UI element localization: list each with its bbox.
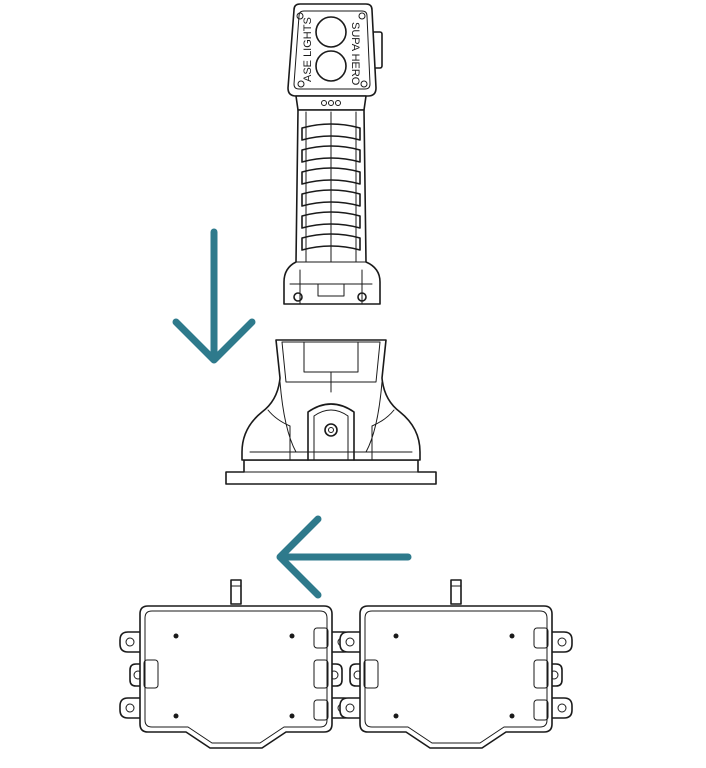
brand-left-text: ASE LIGHTS <box>302 17 314 82</box>
handheld-light: ASE LIGHTS SUPA HERO <box>283 3 383 305</box>
mounting-plate-left <box>119 579 353 749</box>
screw-icon <box>360 80 368 88</box>
lens-icon <box>315 16 347 48</box>
arrow-left <box>276 515 412 599</box>
wall-cradle <box>225 339 437 485</box>
screw-icon <box>358 12 366 20</box>
mounting-plate-right <box>339 579 573 749</box>
lens-icon <box>315 50 347 82</box>
light-handle <box>283 109 381 305</box>
arrow-down <box>172 228 256 364</box>
screw-icon <box>297 80 305 88</box>
cradle-body <box>241 339 421 461</box>
screw-icon <box>293 292 303 302</box>
light-head <box>287 3 377 97</box>
screw-icon <box>324 423 338 437</box>
cradle-lug <box>307 403 355 461</box>
grip-ribs <box>301 123 361 251</box>
screw-icon <box>296 12 304 20</box>
brand-right-text: SUPA HERO <box>349 22 361 86</box>
screw-icon <box>357 292 367 302</box>
